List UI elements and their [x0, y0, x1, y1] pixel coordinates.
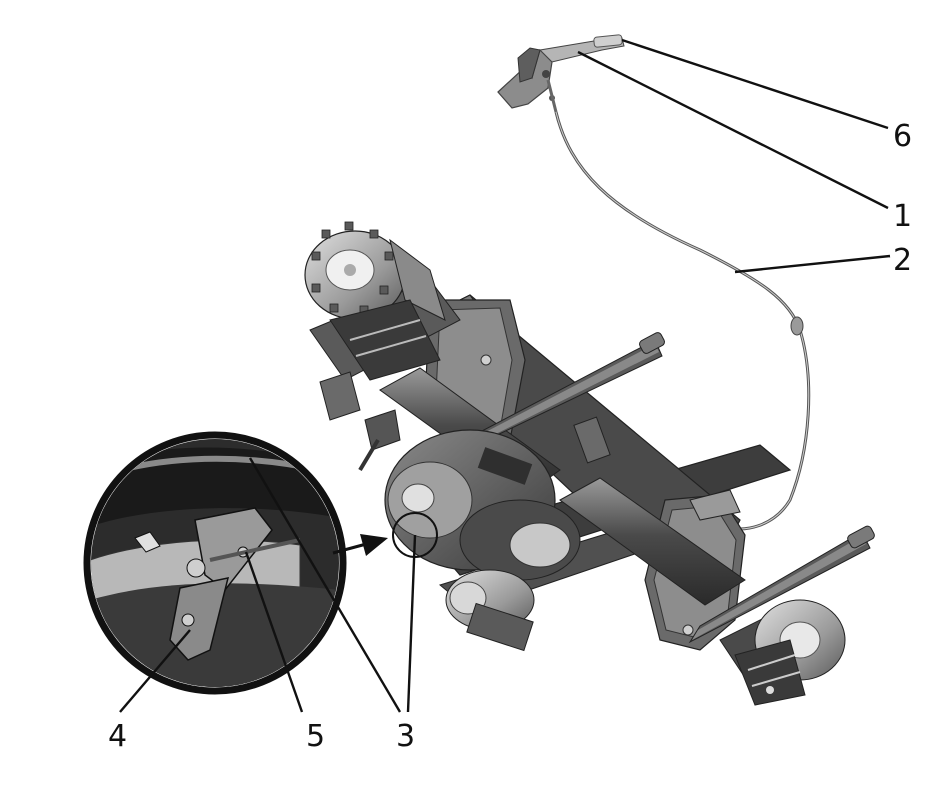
right-wheel-hub [719, 599, 846, 706]
inset-arrow [332, 534, 388, 556]
callout-3: 3 [396, 719, 415, 754]
magnified-detail-inset [83, 431, 347, 695]
callout-4: 4 [108, 719, 127, 754]
left-wheel-hub [304, 221, 461, 381]
pedal-bracket [497, 34, 625, 113]
drive-axle-assembly [304, 221, 875, 706]
callout-6: 6 [893, 119, 912, 154]
leader-lines [119, 38, 891, 713]
callout-5: 5 [306, 719, 325, 754]
callout-1: 1 [893, 199, 912, 234]
callout-2: 2 [893, 243, 912, 278]
